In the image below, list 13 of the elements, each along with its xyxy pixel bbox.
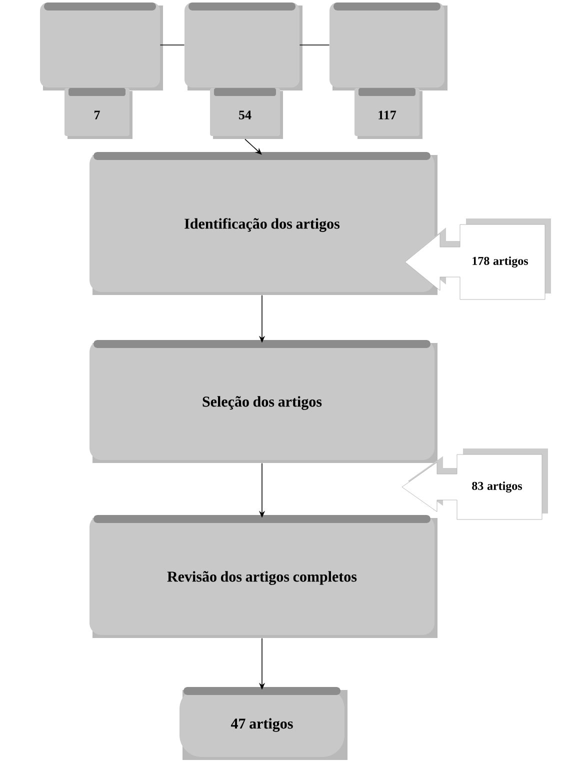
process-box: Seleção dos artigos <box>90 340 438 463</box>
count-callout: 178 artigos <box>404 218 551 300</box>
process-box: Revisão dos artigos completos <box>90 515 438 638</box>
arrow <box>244 138 262 155</box>
result-box: 47 artigos <box>180 687 348 760</box>
process-box: Identificação dos artigos <box>90 152 438 295</box>
node-label: 178 artigos <box>472 256 528 268</box>
connector-line <box>299 44 330 46</box>
connector-line <box>160 44 185 46</box>
count-tab: 7 <box>64 88 132 139</box>
count-callout: 83 artigos <box>402 448 548 520</box>
count-tab: 117 <box>354 88 422 139</box>
count-tab: 54 <box>210 88 283 139</box>
